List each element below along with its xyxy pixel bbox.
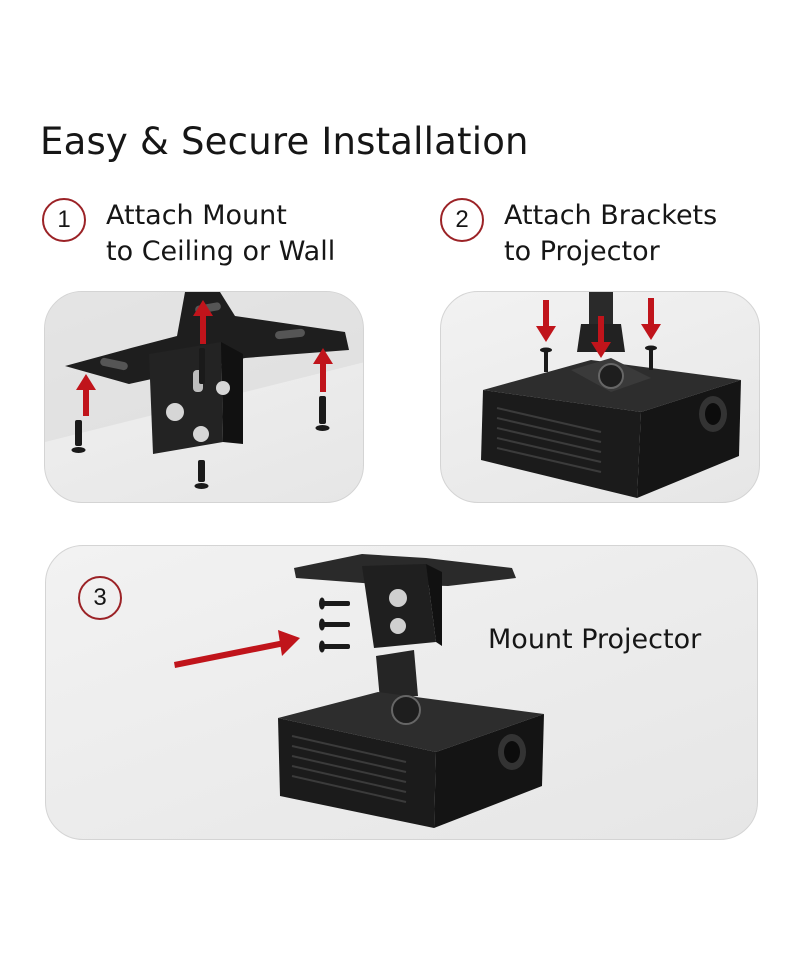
step-1-illustration-panel: [44, 291, 364, 503]
ceiling-mount-illustration: [45, 292, 363, 489]
step-1-line-2: to Ceiling or Wall: [106, 236, 336, 267]
step-2-header: 2 Attach Brackets to Projector: [440, 198, 717, 270]
step-1-line-1: Attach Mount: [106, 200, 287, 231]
step-3-illustration-panel: [45, 545, 758, 840]
arrow-up-icons: [76, 300, 333, 416]
step-2-number: 2: [440, 198, 484, 242]
projector-brackets-illustration: [481, 292, 741, 498]
screw-icons: [319, 597, 350, 653]
step-1-number: 1: [42, 198, 86, 242]
page-title: Easy & Secure Installation: [40, 120, 529, 163]
step-1-header: 1 Attach Mount to Ceiling or Wall: [42, 198, 335, 270]
step-1-text: Attach Mount to Ceiling or Wall: [106, 198, 335, 270]
arrow-down-icons: [536, 298, 661, 358]
step-3-label: Mount Projector: [488, 624, 702, 655]
step-2-line-1: Attach Brackets: [504, 200, 718, 231]
step-2-line-2: to Projector: [504, 236, 660, 267]
step-2-text: Attach Brackets to Projector: [504, 198, 717, 270]
mount-plate-icon: [65, 292, 349, 384]
step-2-illustration-panel: [440, 291, 760, 503]
step-3-number: 3: [78, 576, 122, 620]
mount-projector-illustration: [174, 554, 544, 828]
arrow-right-icon: [174, 630, 300, 668]
